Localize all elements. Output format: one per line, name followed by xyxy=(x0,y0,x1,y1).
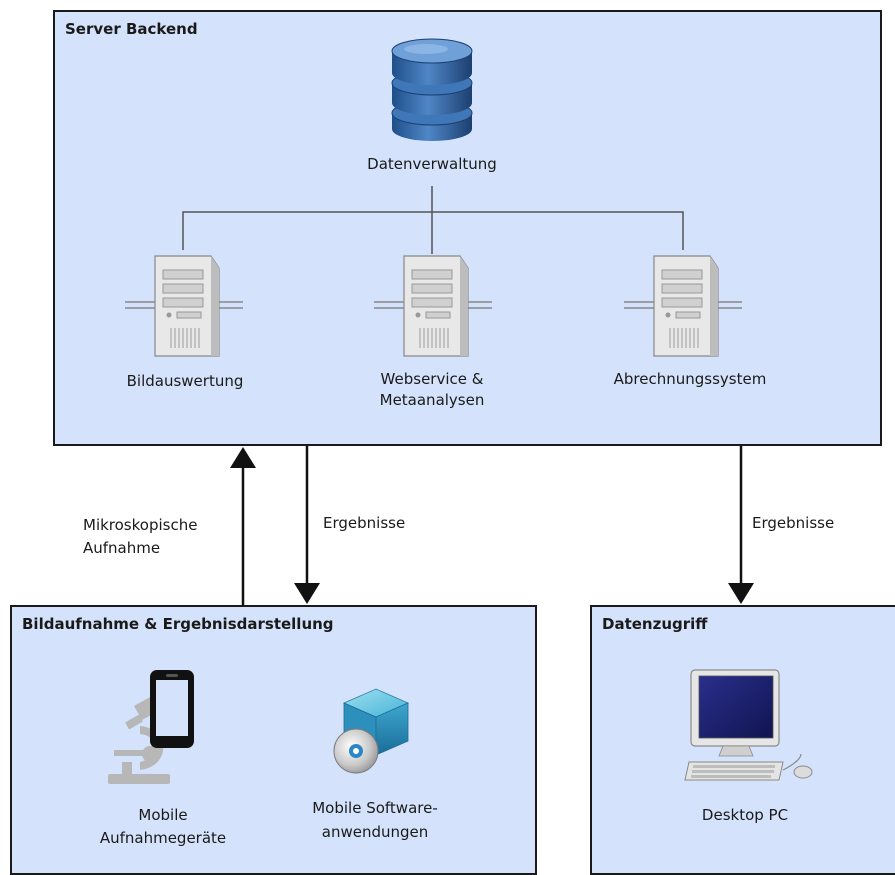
access-box-title: Datenzugriff xyxy=(602,615,708,633)
software-label-line2: anwendungen xyxy=(321,823,429,841)
upload-label-line2: Aufnahme xyxy=(83,539,161,557)
database-icon xyxy=(391,38,473,141)
server-icon-abrechnung xyxy=(624,255,742,357)
upload-arrow-head xyxy=(230,447,256,468)
results-arrow-left-head xyxy=(294,583,320,604)
desktop-pc-label: Desktop PC xyxy=(701,806,789,824)
server-icon-bildauswertung xyxy=(125,255,243,357)
capture-box-title: Bildaufnahme & Ergebnisdarstellung xyxy=(22,615,334,633)
upload-label-line1: Mikroskopische xyxy=(83,516,198,534)
results-label-right: Ergebnisse xyxy=(752,514,835,532)
mobile-devices-label-line1: Mobile xyxy=(138,806,188,824)
software-package-icon xyxy=(333,688,409,774)
desktop-pc-icon xyxy=(684,669,813,781)
microscope-phone-icon xyxy=(108,670,194,784)
server-label-bildauswertung: Bildauswertung xyxy=(126,372,244,390)
server-label-webservice-line2: Metaanalysen xyxy=(379,391,485,409)
capture-box: Bildaufnahme & Ergebnisdarstellung xyxy=(10,605,537,875)
server-icon-webservice xyxy=(374,255,492,357)
server-bus-line xyxy=(182,211,684,250)
software-label-line1: Mobile Software- xyxy=(312,799,438,817)
results-label-left: Ergebnisse xyxy=(323,514,406,532)
server-label-webservice-line1: Webservice & xyxy=(380,370,484,388)
results-arrow-right-head xyxy=(728,583,754,604)
server-backend-title: Server Backend xyxy=(65,20,198,38)
server-label-abrechnung: Abrechnungssystem xyxy=(613,370,767,388)
database-label: Datenverwaltung xyxy=(367,155,497,173)
mobile-devices-label-line2: Aufnahmegeräte xyxy=(99,829,227,847)
